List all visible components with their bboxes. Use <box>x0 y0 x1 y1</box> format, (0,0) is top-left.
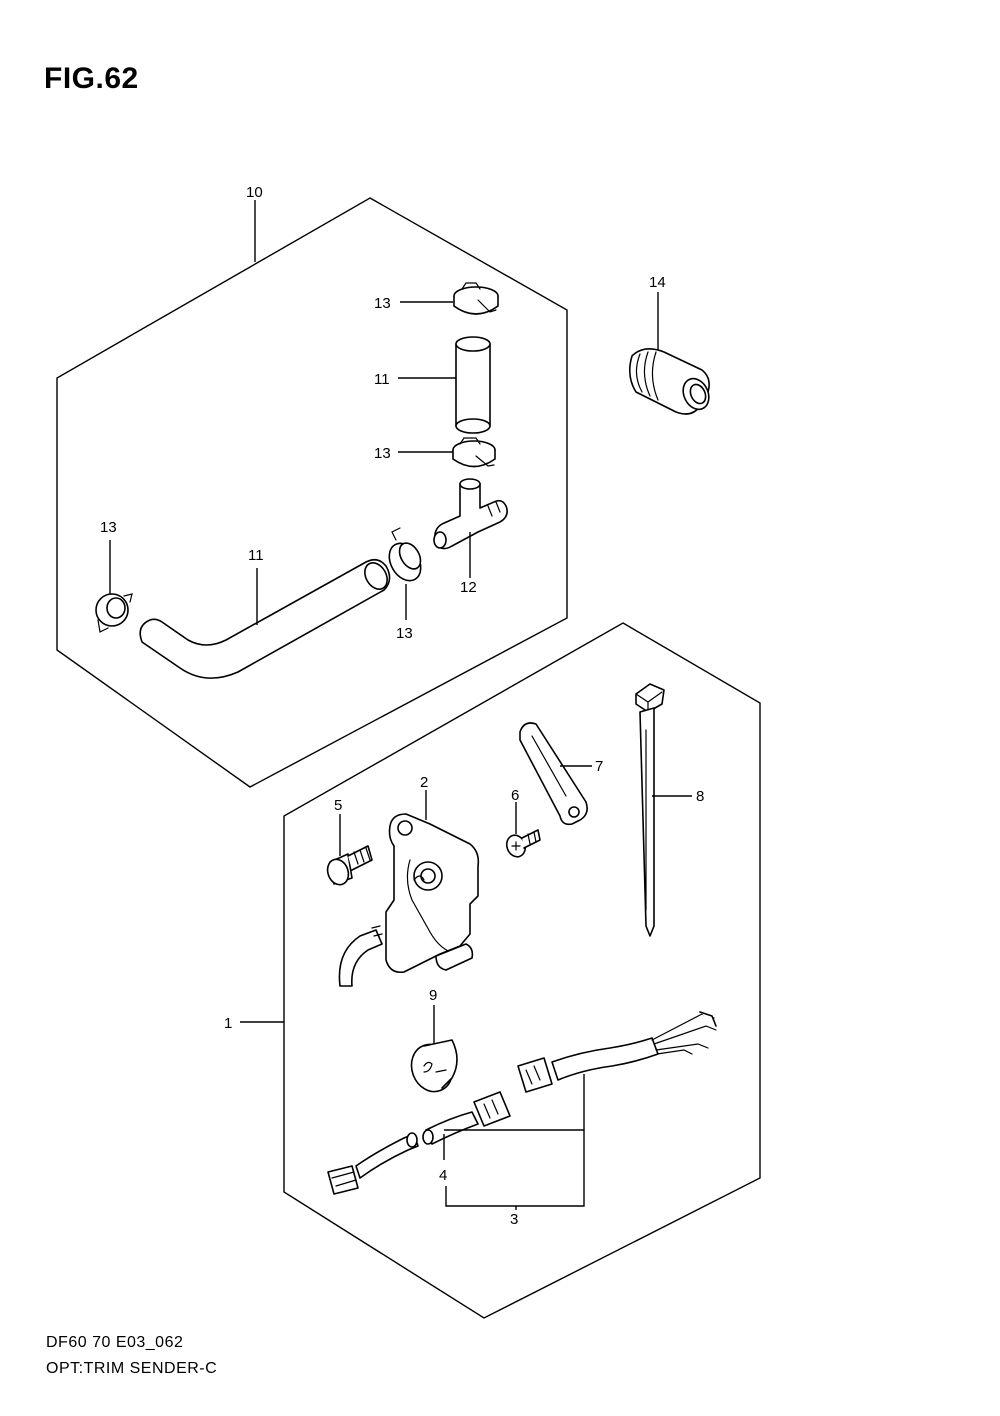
callout-13a: 13 <box>374 295 391 312</box>
callout-13b: 13 <box>374 445 391 462</box>
hose-kit-group: 10 13 11 13 <box>56 184 568 788</box>
figure-title: FIG.62 <box>44 62 139 95</box>
bent-hose-part <box>139 558 391 679</box>
plug-part <box>628 348 710 415</box>
hose-clamp-part <box>452 437 496 468</box>
callout-10: 10 <box>246 184 263 201</box>
bolt-part <box>326 845 373 886</box>
bracket-3 <box>444 1129 585 1207</box>
bracket-plate-part <box>519 722 588 826</box>
callout-12: 12 <box>460 579 477 596</box>
callout-6: 6 <box>511 787 519 804</box>
trim-sender-part <box>338 813 480 987</box>
t-joint-part <box>433 478 508 550</box>
wire-harness-part <box>327 1011 717 1195</box>
callout-13d: 13 <box>100 519 117 536</box>
callout-11b: 11 <box>248 547 264 564</box>
trim-sender-group: 1 5 2 <box>224 622 761 1319</box>
grommet-part <box>410 1039 458 1093</box>
callout-13c: 13 <box>396 625 413 642</box>
figure-name: OPT:TRIM SENDER-C <box>46 1360 218 1377</box>
callout-5: 5 <box>334 797 342 814</box>
callout-8: 8 <box>696 788 704 805</box>
straight-hose-part <box>455 336 491 434</box>
cable-tie-part <box>635 683 665 937</box>
callout-14: 14 <box>649 274 666 291</box>
hose-kit-outline <box>56 197 568 788</box>
callout-3: 3 <box>510 1211 518 1228</box>
screw-part <box>505 829 541 858</box>
hose-clamp-part <box>388 527 422 582</box>
hose-clamp-part <box>453 282 499 315</box>
hose-clamp-part <box>95 593 133 633</box>
callout-1: 1 <box>224 1015 232 1032</box>
callout-9: 9 <box>429 987 437 1004</box>
callout-11a: 11 <box>374 371 390 388</box>
trim-sender-outline <box>283 622 761 1319</box>
callout-7: 7 <box>595 758 603 775</box>
callout-2: 2 <box>420 774 428 791</box>
callout-4: 4 <box>439 1167 447 1184</box>
figure-code: DF60 70 E03_062 <box>46 1334 184 1351</box>
